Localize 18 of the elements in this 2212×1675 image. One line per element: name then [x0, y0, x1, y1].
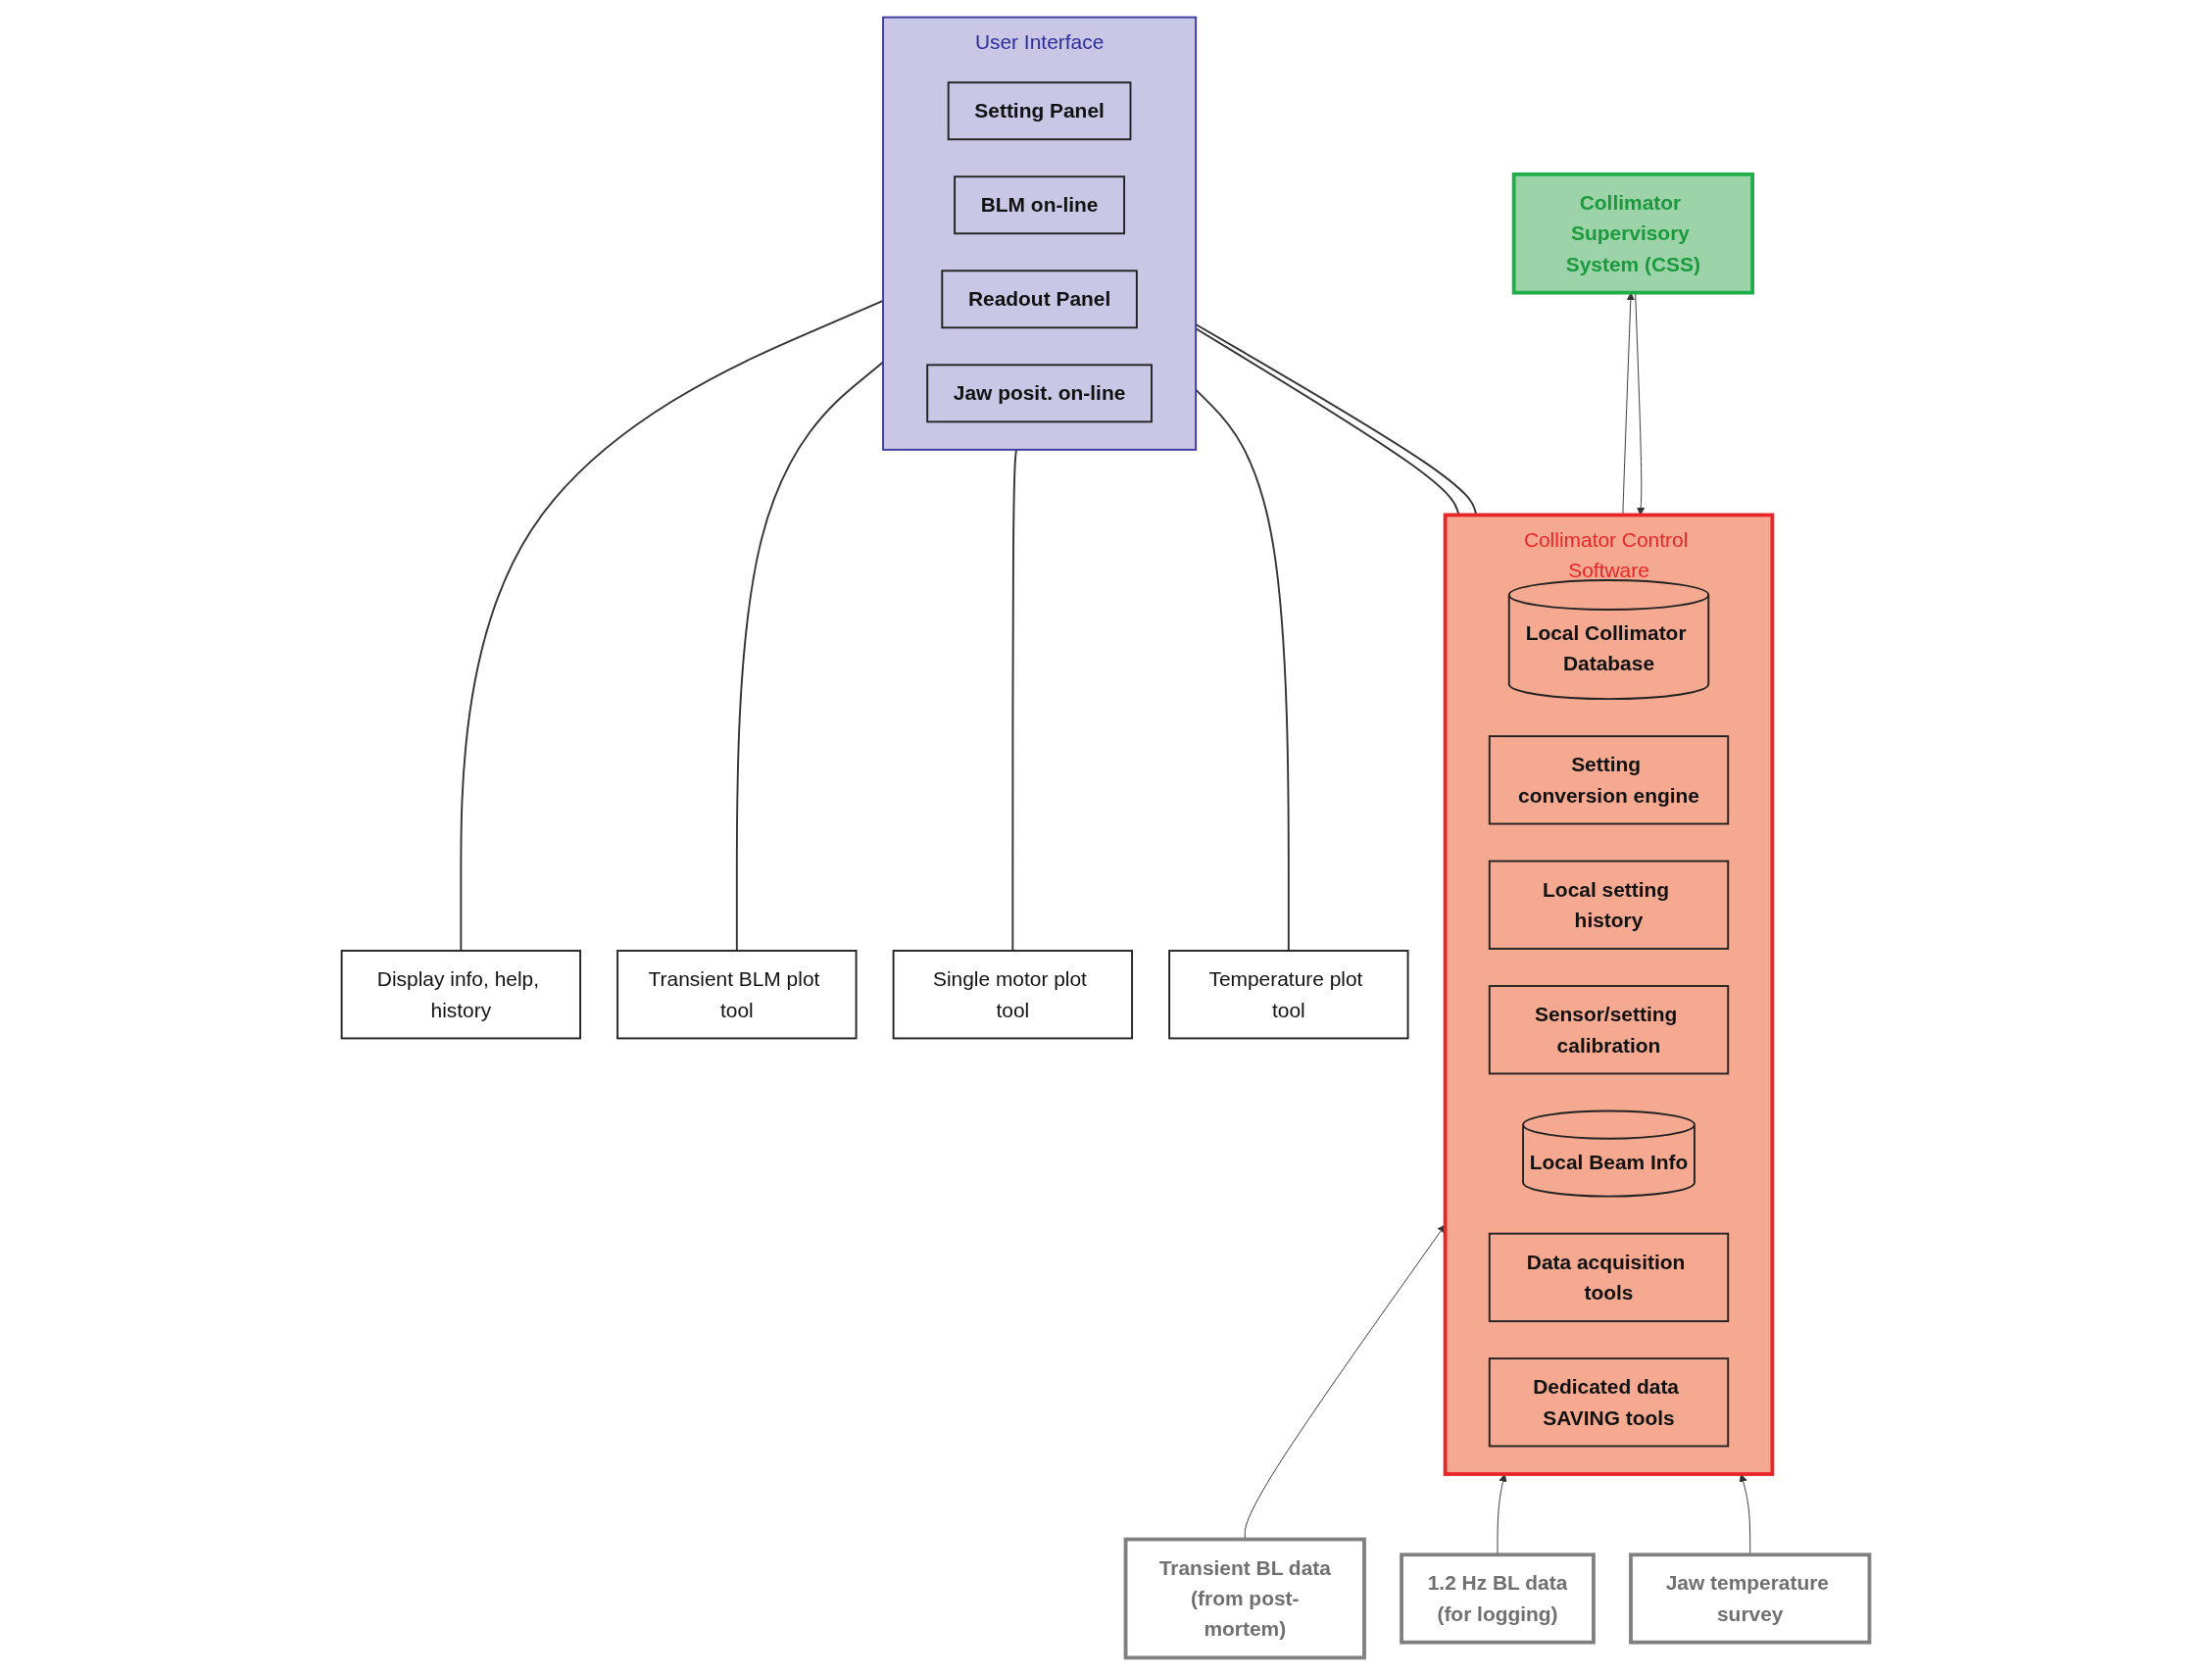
node-box: Jaw temperature survey — [1629, 1552, 1872, 1645]
node-box: Transient BL data (from post-mortem) — [1124, 1537, 1367, 1660]
node-box: Sensor/setting calibration — [1489, 985, 1730, 1075]
connector — [1011, 448, 1018, 952]
node-box: Jaw posit. on-line — [926, 364, 1154, 423]
node-box: Transient BLM plot tool — [616, 950, 858, 1040]
node-box: Setting Panel — [948, 81, 1132, 141]
node-box: Display info, help, history — [341, 950, 582, 1040]
node-box: Data acquisition tools — [1489, 1232, 1730, 1322]
node-box: Readout Panel — [941, 270, 1139, 329]
node-box: Setting conversion engine — [1489, 735, 1730, 825]
node-box: Single motor plot tool — [893, 950, 1134, 1040]
node-box: Temperature plot tool — [1168, 950, 1409, 1040]
node-box: BLM on-line — [954, 175, 1126, 235]
node-box: Dedicated data SAVING tools — [1489, 1357, 1730, 1448]
node-box: Collimator Supervisory System (CSS) — [1512, 172, 1755, 295]
node-box: Local setting history — [1489, 860, 1730, 950]
node-box: 1.2 Hz BL data (for logging) — [1400, 1552, 1597, 1645]
